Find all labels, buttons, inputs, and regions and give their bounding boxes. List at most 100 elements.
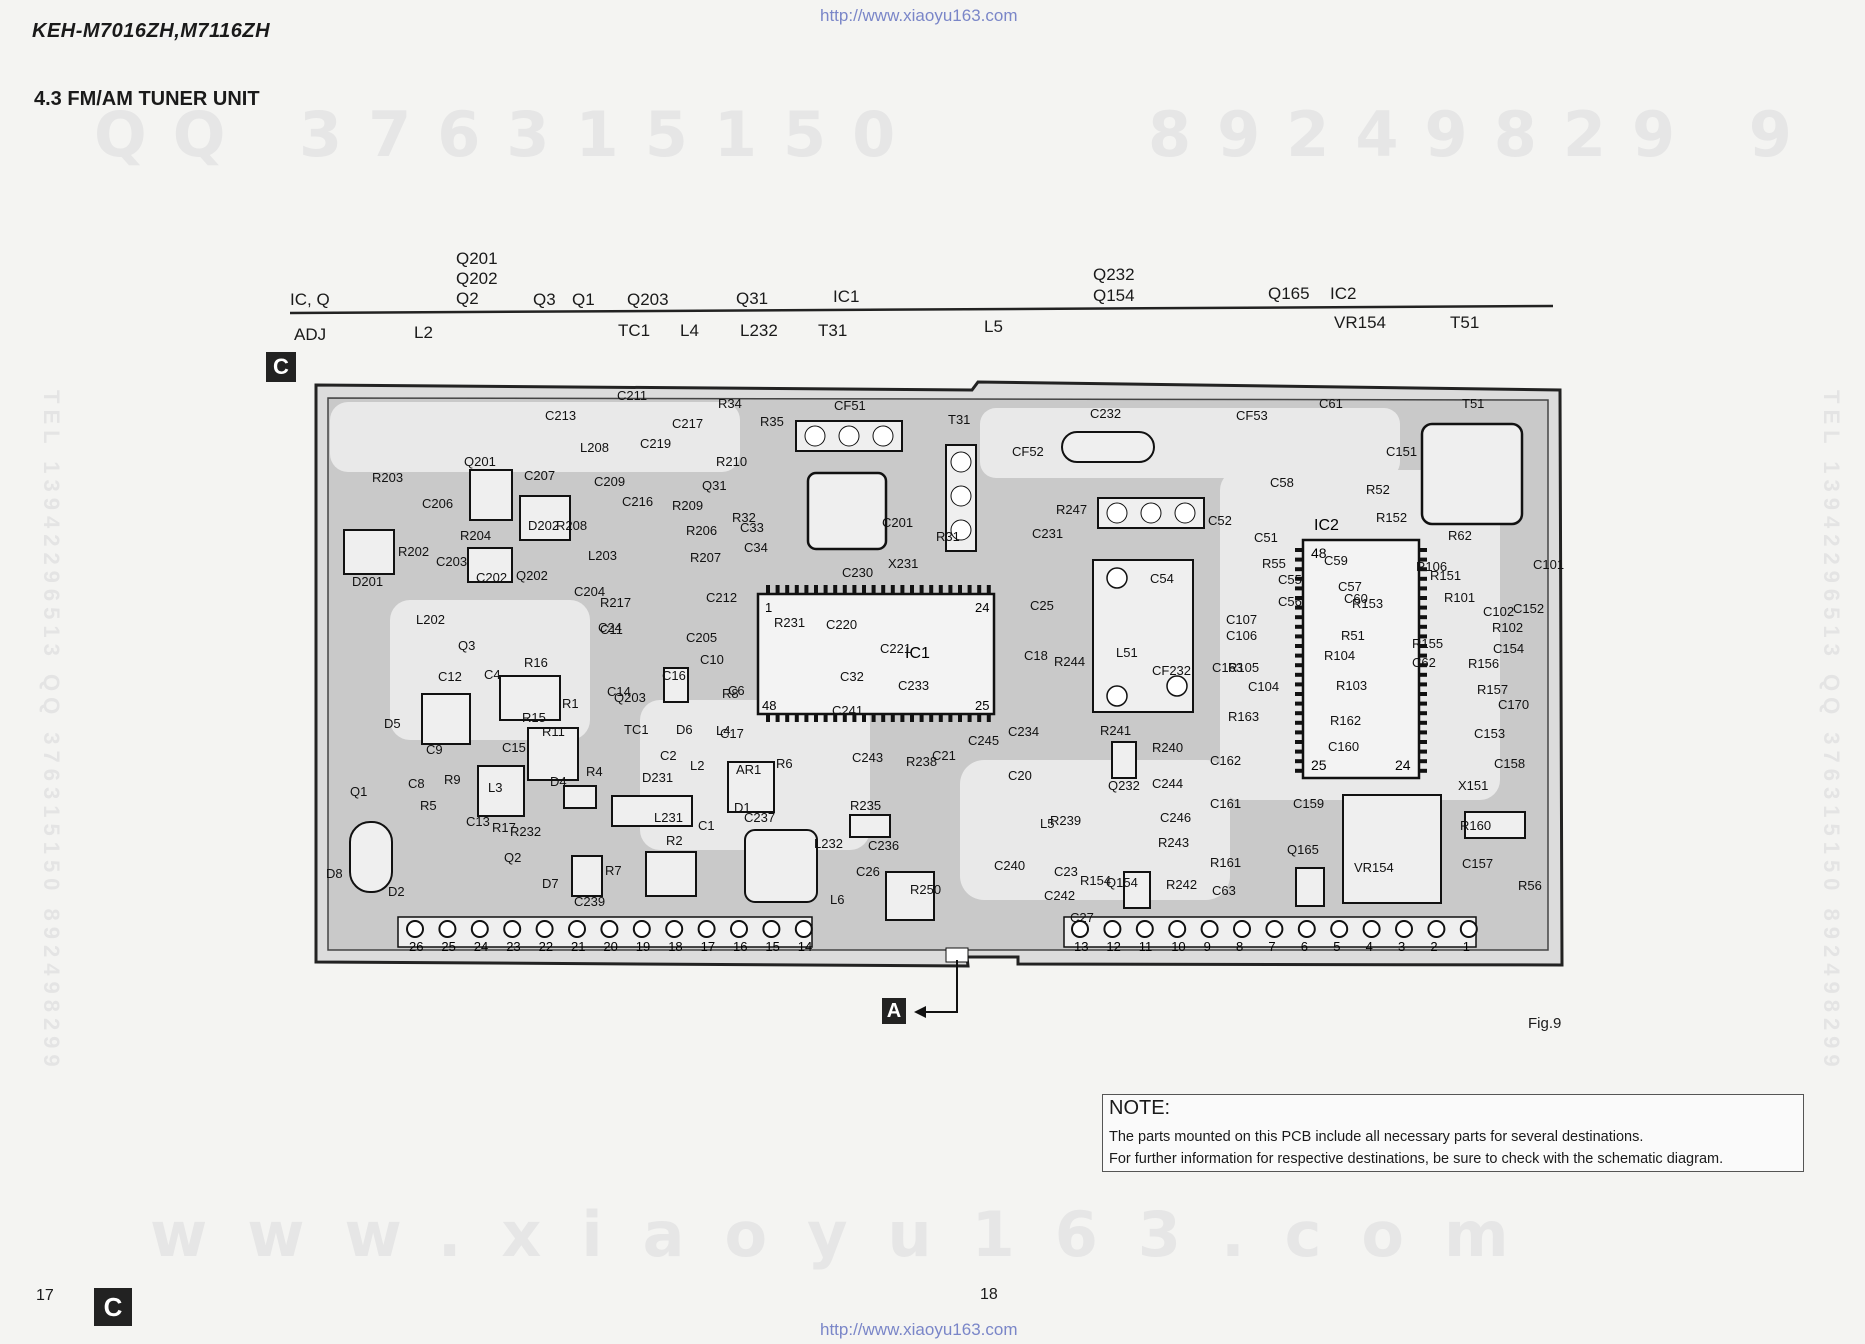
part-label: R202 xyxy=(398,544,429,559)
ic2-pin xyxy=(1295,605,1303,610)
ic2-pin xyxy=(1419,720,1427,725)
part-label: C11 xyxy=(600,622,623,637)
part-label: Q165 xyxy=(1287,842,1319,857)
ic2-pin xyxy=(1295,692,1303,696)
connector-pin xyxy=(1297,920,1316,938)
part-label: L5 xyxy=(1040,816,1054,831)
vr154-box xyxy=(1342,794,1442,904)
ic1-pin xyxy=(958,585,962,593)
ic1-pin xyxy=(833,585,838,593)
header-label: Q201 xyxy=(456,249,498,268)
part-label: C161 xyxy=(1210,796,1241,811)
x151-crystal xyxy=(1464,811,1526,839)
part-label: C13 xyxy=(466,814,490,829)
ic1-pin xyxy=(862,714,866,722)
header-label: Q232 xyxy=(1093,265,1135,284)
connector-arrow xyxy=(920,960,958,1013)
part-label: R102 xyxy=(1492,620,1523,635)
part-label: L232 xyxy=(814,836,843,851)
part-label: L208 xyxy=(580,440,609,455)
part-label: R160 xyxy=(1460,818,1491,833)
part-label: C212 xyxy=(706,590,737,605)
part-label: C57 xyxy=(1338,579,1362,594)
part-label: C104 xyxy=(1248,679,1279,694)
connector-pin xyxy=(1168,920,1187,938)
ic2-pin xyxy=(1419,692,1427,696)
header-label: Q165 xyxy=(1268,284,1310,303)
part-label: C201 xyxy=(882,515,913,530)
header-label: Q202 xyxy=(456,269,498,288)
part-label: R7 xyxy=(605,863,622,878)
connector-pin-label: 22 xyxy=(539,939,553,954)
part-label: R153 xyxy=(1352,596,1383,611)
ic1-pin xyxy=(814,714,818,722)
connector-pin xyxy=(730,920,748,938)
t31-transformer xyxy=(806,471,888,551)
ic1-pin xyxy=(890,714,895,722)
ic1-pin xyxy=(833,714,838,722)
part-label: D5 xyxy=(384,716,401,731)
ic2-pin xyxy=(1295,730,1303,735)
ic1-pin-25: 25 xyxy=(975,698,989,713)
part-label: R51 xyxy=(1341,628,1365,643)
part-label: R239 xyxy=(1050,813,1081,828)
ic1-pin xyxy=(900,714,905,722)
part-label: L6 xyxy=(830,892,844,907)
watermark-phone: 89249829 9 xyxy=(1148,98,1818,171)
part-label: R105 xyxy=(1228,660,1259,675)
part-label: R1 xyxy=(562,696,579,711)
ic1-pin xyxy=(919,714,924,722)
connector-pin xyxy=(762,920,781,938)
connector-pin-label: 15 xyxy=(765,939,779,954)
part-label: C160 xyxy=(1328,739,1359,754)
header-label: Q203 xyxy=(627,290,669,309)
ic2-pin xyxy=(1295,567,1303,572)
connector-pin-label: 26 xyxy=(409,939,423,954)
connector-pin-label: 18 xyxy=(668,939,682,954)
ic1-pin-1: 1 xyxy=(765,600,772,615)
part-label: C204 xyxy=(574,584,605,599)
connector-pin xyxy=(568,920,586,938)
ic2-pin xyxy=(1419,672,1427,677)
part-label: L3 xyxy=(488,780,502,795)
connector-pin xyxy=(1427,920,1446,938)
part-label: C34 xyxy=(744,540,768,555)
ic1-chip: IC1 1 24 48 25 xyxy=(756,585,996,722)
ic2-pin xyxy=(1295,557,1303,562)
part-label: C203 xyxy=(436,554,467,569)
header-label: Q154 xyxy=(1093,286,1135,305)
part-label: R5 xyxy=(420,798,437,813)
part-label: R162 xyxy=(1330,713,1361,728)
header-label: IC2 xyxy=(1330,284,1356,303)
ic1-pin xyxy=(910,585,914,593)
part-label: C232 xyxy=(1090,406,1121,421)
part-label: L231 xyxy=(654,810,683,825)
ic2-pin xyxy=(1419,740,1427,744)
part-label: D2 xyxy=(388,884,405,899)
part-label: C1 xyxy=(698,818,715,833)
ic2-pin xyxy=(1295,653,1303,658)
figure-label: Fig.9 xyxy=(1528,1015,1562,1032)
ic1-pin xyxy=(794,585,799,593)
part-label: R240 xyxy=(1152,740,1183,755)
header-label: IC1 xyxy=(833,287,859,306)
part-label: R104 xyxy=(1324,648,1355,663)
header-label: ADJ xyxy=(294,325,326,344)
part-label: R163 xyxy=(1228,709,1259,724)
ic1-pin xyxy=(958,714,962,722)
ic1-pin xyxy=(948,585,953,593)
part-label: C163 xyxy=(1212,660,1243,675)
part-label: D4 xyxy=(550,774,567,789)
part-label: R15 xyxy=(522,710,546,725)
connector-pin-label: 8 xyxy=(1236,939,1243,954)
page-number-left: 17 xyxy=(36,1287,54,1304)
ic2-pins xyxy=(1295,548,1427,773)
header-label: Q1 xyxy=(572,290,595,309)
ic2-chip: 48 25 24 IC2 xyxy=(1295,517,1427,780)
ic1-pin xyxy=(910,714,914,722)
part-label: Q232 xyxy=(1108,778,1140,793)
ic2-pin xyxy=(1419,759,1427,764)
header-rule xyxy=(289,304,1554,315)
ic1-pin xyxy=(823,585,828,593)
part-label: C213 xyxy=(545,408,576,423)
